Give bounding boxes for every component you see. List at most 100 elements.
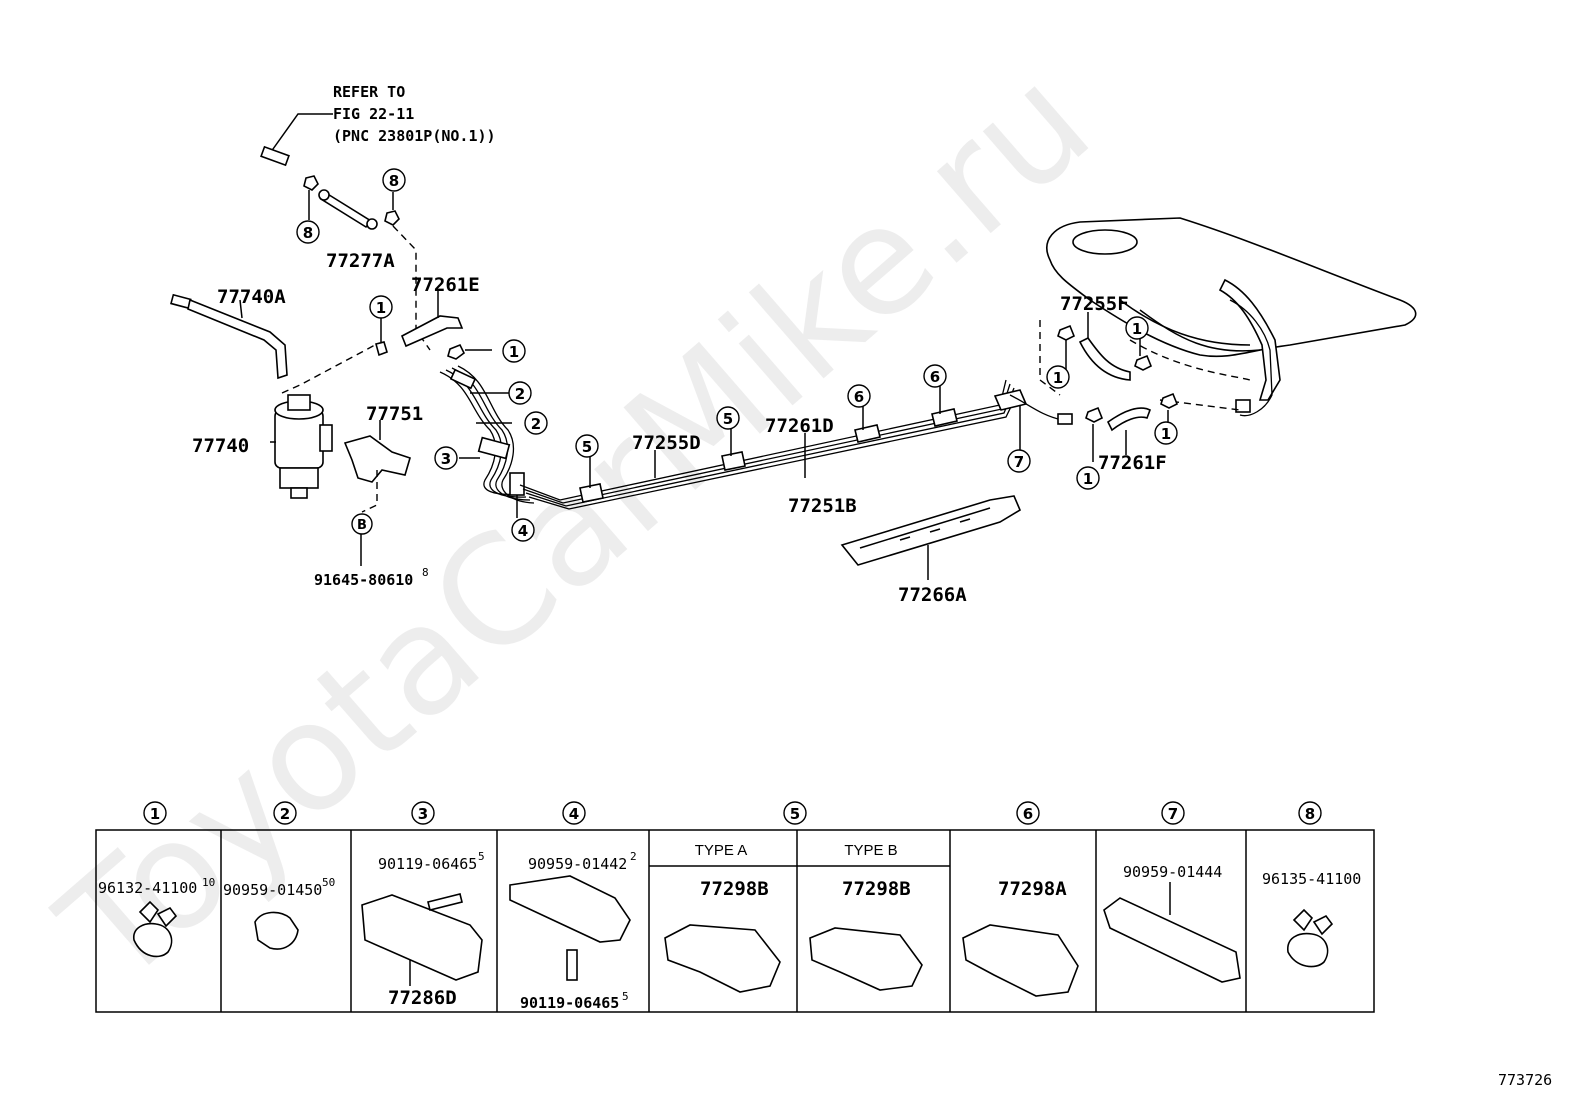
legend-c4-bolt: [566, 949, 578, 981]
legend-type-a: TYPE A: [695, 842, 748, 859]
svg-text:4: 4: [569, 805, 579, 823]
clamp-5-a: [579, 483, 604, 503]
svg-text:B: B: [357, 518, 367, 533]
svg-text:5: 5: [723, 410, 733, 428]
clip-1-tank-c: [1085, 406, 1104, 423]
svg-text:1: 1: [1132, 320, 1142, 338]
clamp-5-b: [721, 451, 746, 471]
marker-1-hose: 1: [502, 339, 526, 363]
svg-text:2: 2: [531, 415, 541, 433]
legend-c2-clip: [254, 911, 299, 950]
label-77740: 77740: [192, 435, 249, 457]
legend-c1-qty: 10: [202, 876, 215, 889]
legend-c3-part2: 77286D: [388, 987, 457, 1009]
clamp-7: [993, 389, 1028, 411]
legend-frame: [95, 829, 1375, 1013]
label-77255D: 77255D: [632, 432, 701, 454]
legend-c8-part: 96135-41100: [1262, 870, 1361, 888]
svg-text:1: 1: [1161, 425, 1171, 443]
label-77261D: 77261D: [765, 415, 834, 437]
main-fuel-pipes: [519, 379, 1073, 510]
svg-text:3: 3: [441, 450, 451, 468]
svg-text:1: 1: [1083, 470, 1093, 488]
clip-8-right: [384, 210, 400, 226]
svg-text:8: 8: [1305, 805, 1315, 823]
legend-c4-clamp: [509, 875, 631, 943]
marker-5-a: 5: [575, 434, 599, 458]
label-77255F: 77255F: [1060, 293, 1129, 315]
hose-77261F: [1106, 407, 1152, 432]
clip-1-tank-d: [1160, 392, 1179, 409]
svg-text:1: 1: [509, 343, 519, 361]
marker-1-tank-c: 1: [1076, 466, 1100, 490]
marker-1-tank-a: 1: [1046, 365, 1070, 389]
legend-c1-clip: [133, 900, 178, 958]
legend-c6-part: 77298A: [998, 878, 1067, 900]
svg-text:6: 6: [1023, 805, 1033, 823]
legend-c4-qty2: 5: [622, 990, 629, 1003]
legend-header-5: 5: [783, 801, 807, 825]
marker-8-right: 8: [382, 168, 406, 192]
legend-header-3: 3: [411, 801, 435, 825]
legend-c8-clip: [1287, 908, 1334, 968]
legend-c3-qty: 5: [478, 850, 485, 863]
refer-hose-end: [260, 145, 290, 167]
svg-text:6: 6: [854, 388, 864, 406]
canister-77740: [270, 344, 376, 499]
legend-header-8: 8: [1298, 801, 1322, 825]
svg-text:7: 7: [1014, 453, 1024, 471]
svg-text:4: 4: [518, 522, 528, 540]
clip-1-hose: [447, 343, 466, 360]
svg-text:1: 1: [150, 805, 160, 823]
label-91645: 91645-80610: [314, 571, 413, 589]
vent-pipe-77740A: [170, 293, 288, 380]
legend-c3-clamp: [361, 894, 483, 981]
marker-1-tank-d: 1: [1154, 421, 1178, 445]
svg-text:8: 8: [389, 172, 399, 190]
legend-c5b-clamp: [809, 927, 923, 991]
label-77261F: 77261F: [1098, 452, 1167, 474]
marker-2-lower: 2: [524, 411, 548, 435]
legend-c4-part: 90959-01442: [528, 855, 627, 873]
legend-c3-part: 90119-06465: [378, 855, 477, 873]
marker-B: B: [351, 513, 373, 535]
marker-2-upper: 2: [508, 381, 532, 405]
label-77751: 77751: [366, 403, 423, 425]
marker-1-tank-b: 1: [1125, 316, 1149, 340]
legend-header-6: 6: [1016, 801, 1040, 825]
label-77266A: 77266A: [898, 584, 967, 606]
legend-c5b-part: 77298B: [842, 878, 911, 900]
clamp-6-a: [854, 424, 881, 443]
legend-c4-qty: 2: [630, 850, 637, 863]
label-77251B: 77251B: [788, 495, 857, 517]
svg-text:8: 8: [303, 224, 313, 242]
legend-header-4: 4: [562, 801, 586, 825]
legend-c7-part: 90959-01444: [1123, 863, 1222, 881]
legend-c2-qty: 50: [322, 876, 335, 889]
figure-id: 773726: [1498, 1071, 1552, 1089]
clip-1-canister: [375, 341, 388, 357]
clip-1-tank-b: [1134, 354, 1153, 371]
legend-type-b: TYPE B: [844, 842, 897, 859]
marker-4: 4: [511, 518, 535, 542]
bracket-77751: [343, 420, 411, 566]
fuel-tank: [1039, 217, 1417, 417]
svg-text:5: 5: [790, 805, 800, 823]
marker-6-a: 6: [847, 384, 871, 408]
hose-77261E: [400, 289, 464, 348]
svg-text:3: 3: [418, 805, 428, 823]
legend-c4-part2: 90119-06465: [520, 994, 619, 1012]
label-77261E: 77261E: [411, 274, 480, 296]
legend-header-7: 7: [1161, 801, 1185, 825]
svg-text:5: 5: [582, 438, 592, 456]
legend-c7-clamp: [1103, 897, 1241, 983]
marker-6-b: 6: [923, 364, 947, 388]
refer-line-2: FIG 22-11: [333, 105, 414, 123]
label-77277A: 77277A: [326, 250, 395, 272]
hose-77255F: [1078, 336, 1131, 381]
refer-note: REFER TO FIG 22-11 (PNC 23801P(NO.1)): [260, 83, 496, 167]
legend-header-1: 1: [143, 801, 167, 825]
marker-3: 3: [434, 446, 458, 470]
svg-text:7: 7: [1168, 805, 1178, 823]
